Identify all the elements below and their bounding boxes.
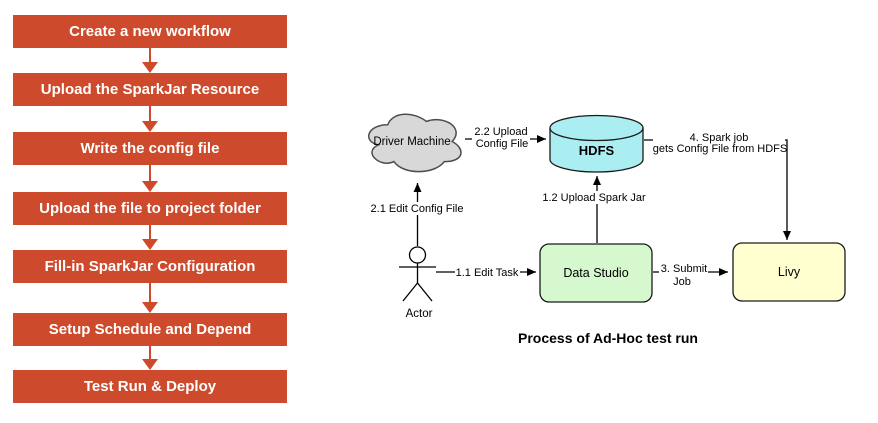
actor-icon <box>399 246 436 302</box>
actor-label: Actor <box>406 308 433 320</box>
edge-label-upload-spark-jar: 1.2 Upload Spark Jar <box>542 192 646 204</box>
data-studio-label: Data Studio <box>563 266 628 280</box>
diagram-caption: Process of Ad-Hoc test run <box>518 330 698 346</box>
edge-label-edit-config-file: 2.1 Edit Config File <box>371 203 464 215</box>
label-bg <box>472 125 530 149</box>
edge-label-upload-config-line1: 2.2 Upload <box>474 126 527 138</box>
driver-machine-label: Driver Machine <box>373 136 450 148</box>
edge-label-spark-job-line1: 4. Spark job <box>690 132 749 144</box>
data-studio-node <box>539 243 653 303</box>
edge-label-edit-task: 1.1 Edit Task <box>456 267 519 279</box>
label-bg <box>653 131 785 154</box>
driver-machine-node <box>367 113 462 173</box>
flow-step-7: Test Run & Deploy <box>13 370 287 403</box>
flow-step-2: Upload the SparkJar Resource <box>13 73 287 106</box>
flow-arrow-down-icon <box>142 225 158 250</box>
label-bg <box>368 202 466 215</box>
flow-step-4: Upload the file to project folder <box>13 192 287 225</box>
flow-arrow-down-icon <box>142 106 158 132</box>
edge-spark-job-gets-config <box>644 139 791 240</box>
edge-label-submit-job-line1: 3. Submit <box>661 263 707 275</box>
livy-label: Livy <box>778 265 801 279</box>
label-bg <box>455 264 520 278</box>
edge-label-submit-job-line2: Job <box>673 276 691 288</box>
flow-step-5: Fill-in SparkJar Configuration <box>13 250 287 283</box>
hdfs-label: HDFS <box>579 143 615 158</box>
livy-node <box>732 242 846 302</box>
flow-arrow-down-icon <box>142 165 158 192</box>
flow-arrow-down-icon <box>142 48 158 73</box>
edge-label-spark-job-line2: gets Config File from HDFS <box>653 143 787 155</box>
workflow-flowchart: Create a new workflow Upload the SparkJa… <box>0 0 300 423</box>
hdfs-node <box>549 114 644 173</box>
flow-step-6: Setup Schedule and Depend <box>13 313 287 346</box>
flow-arrow-down-icon <box>142 346 158 370</box>
edge-label-upload-config-line2: Config File <box>476 138 529 150</box>
flow-step-3: Write the config file <box>13 132 287 165</box>
label-bg <box>659 262 708 287</box>
label-bg <box>545 191 643 204</box>
flow-step-1: Create a new workflow <box>13 15 287 48</box>
hdfs-cylinder-rim <box>549 127 644 142</box>
flow-arrow-down-icon <box>142 283 158 313</box>
